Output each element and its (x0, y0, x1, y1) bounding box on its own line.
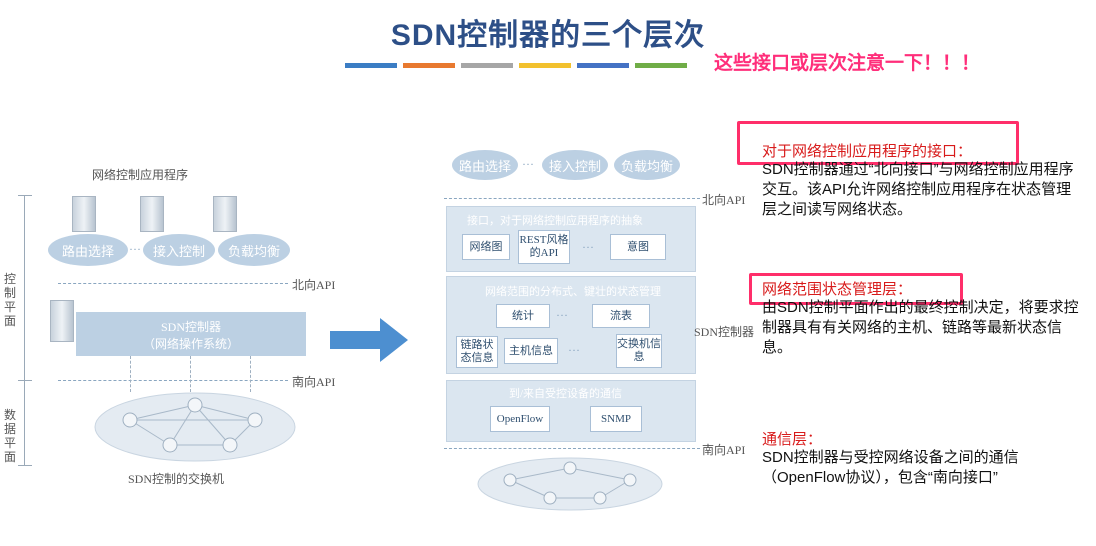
north-api-line (444, 198, 700, 199)
host-info-box: 主机信息 (504, 338, 558, 364)
network-graph-box: 网络图 (462, 234, 510, 260)
link-state-box: 链路状态信息 (456, 336, 498, 368)
north-api-label: 北向API (292, 276, 335, 293)
control-plane-label: 控制平面 (4, 272, 22, 328)
ellipsis: ··· (522, 157, 534, 172)
ellipsis: ··· (582, 240, 594, 255)
app-oval-access: 接入控制 (143, 234, 215, 266)
right-arrow-icon (330, 318, 410, 362)
openflow-box: OpenFlow (490, 406, 550, 432)
server-icon (213, 196, 237, 232)
data-plane-label: 数据平面 (4, 408, 22, 464)
south-api-line (444, 448, 700, 449)
server-icon (140, 196, 164, 232)
south-api-line (58, 380, 288, 381)
switch-caption: SDN控制的交换机 (128, 470, 224, 487)
title-bar-5 (577, 63, 629, 68)
plane-bracket (24, 195, 25, 465)
server-icon (50, 300, 74, 342)
north-api-line (58, 283, 288, 284)
ellipsis: ··· (568, 343, 580, 358)
south-api-label: 南向API (702, 441, 745, 458)
snmp-box: SNMP (590, 406, 642, 432)
switch-info-box: 交换机信息 (616, 334, 662, 368)
section-heading-state: 网络范围状态管理层： (762, 278, 912, 299)
server-icon (72, 196, 96, 232)
app-oval-access: 接入控制 (542, 150, 608, 180)
app-oval-routing: 路由选择 (48, 234, 128, 266)
switch-network-icon (470, 452, 670, 514)
section-heading-comm: 通信层： (762, 428, 822, 449)
title-bar-1 (345, 63, 397, 68)
flow-table-box: 流表 (592, 304, 650, 328)
statistics-box: 统计 (496, 304, 550, 328)
title-bar-6 (635, 63, 687, 68)
app-oval-routing: 路由选择 (452, 150, 518, 180)
rest-api-box: REST风格的API (518, 230, 570, 264)
sdn-controller-label: SDN控制器 (694, 323, 754, 340)
north-api-label: 北向API (702, 191, 745, 208)
title-bar-4 (519, 63, 571, 68)
communication-layer: 到/来自受控设备的通信 (446, 380, 696, 442)
attention-note: 这些接口或层次注意一下！！！ (714, 48, 980, 75)
switch-network-icon (90, 385, 300, 465)
controller-box: SDN控制器 （网络操作系统） (76, 312, 306, 356)
section-heading-interface: 对于网络控制应用程序的接口： (762, 140, 972, 161)
app-oval-loadbalance: 负载均衡 (614, 150, 680, 180)
section-body-state: 由SDN控制平面作出的最终控制决定，将要求控制器具有有关网络的主机、链路等最新状… (762, 298, 1080, 358)
app-oval-loadbalance: 负载均衡 (218, 234, 290, 266)
ellipsis: ··· (129, 242, 141, 257)
title-bar-2 (403, 63, 455, 68)
ellipsis: ··· (556, 308, 568, 323)
title-bar-3 (461, 63, 513, 68)
section-body-comm: SDN控制器与受控网络设备之间的通信（OpenFlow协议），包含“南向接口” (762, 448, 1080, 488)
app-caption: 网络控制应用程序 (92, 166, 188, 183)
intent-box: 意图 (610, 234, 666, 260)
section-body-interface: SDN控制器通过“北向接口”与网络控制应用程序交互。该API允许网络控制应用程序… (762, 160, 1080, 220)
